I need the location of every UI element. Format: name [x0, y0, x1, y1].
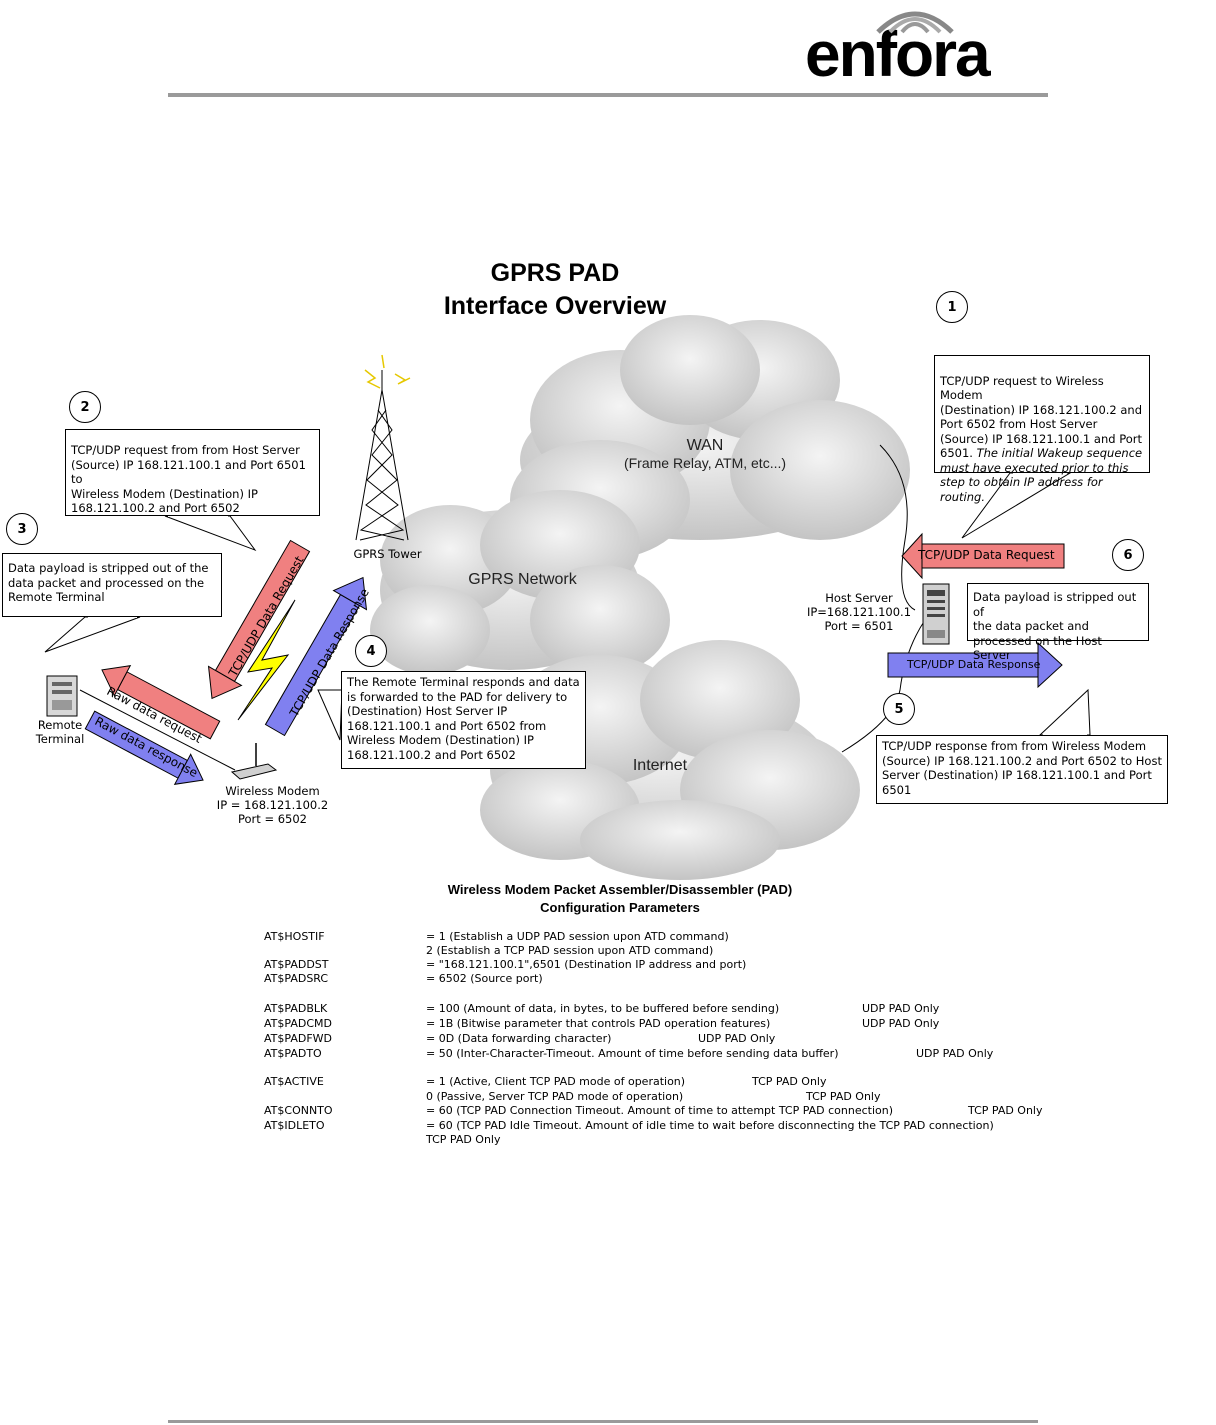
config-command: AT$PADBLK — [264, 1002, 328, 1015]
remote-terminal-label: Remote Terminal — [35, 718, 85, 746]
config-description: = 1 (Establish a UDP PAD session upon AT… — [426, 930, 729, 943]
tcp-response-diagonal-arrow — [264, 576, 368, 737]
diagram-title-line2: Interface Overview — [443, 292, 667, 320]
config-description: = 60 (TCP PAD Connection Timeout. Amount… — [426, 1104, 894, 1117]
remote-modem-link — [79, 689, 236, 771]
config-note: UDP PAD Only — [862, 1002, 940, 1015]
config-description: 2 (Establish a TCP PAD session upon ATD … — [426, 944, 714, 957]
config-command: AT$CONNTO — [264, 1104, 333, 1117]
host-server-label: Host Server IP=168.121.100.1 Port = 6501 — [806, 591, 912, 633]
raw-request-arrow — [101, 665, 221, 740]
step-6-callout: Data payload is stripped out of the data… — [967, 583, 1149, 662]
host-server-icon — [922, 583, 950, 645]
config-description: = 1 (Active, Client TCP PAD mode of oper… — [426, 1075, 686, 1088]
remote-terminal-icon — [46, 675, 78, 717]
config-command: AT$PADCMD — [264, 1017, 332, 1030]
tower-signal-icon — [364, 354, 411, 389]
gprs-tower-icon — [355, 370, 409, 541]
step-6-badge: 6 — [1112, 539, 1144, 571]
wan-host-link — [879, 444, 916, 611]
config-title: Wireless Modem Packet Assembler/Disassem… — [447, 882, 793, 915]
header-rule — [168, 93, 1048, 97]
config-description: = 0D (Data forwarding character) — [426, 1032, 612, 1045]
config-command: AT$IDLETO — [264, 1119, 325, 1132]
footer-rule — [168, 1420, 1038, 1423]
step-4-callout: The Remote Terminal responds and data is… — [341, 671, 586, 769]
wireless-modem-label: Wireless Modem IP = 168.121.100.2 Port =… — [216, 784, 329, 826]
internet-label: Internet — [632, 757, 688, 774]
step-5-callout: TCP/UDP response from from Wireless Mode… — [876, 735, 1168, 804]
config-description: = 1B (Bitwise parameter that controls PA… — [426, 1017, 771, 1030]
step-2-badge: 2 — [69, 391, 101, 423]
config-command: AT$PADTO — [264, 1047, 322, 1060]
config-note: UDP PAD Only — [916, 1047, 994, 1060]
gprs-network-cloud — [370, 490, 670, 675]
step-3-callout: Data payload is stripped out of the data… — [2, 553, 222, 617]
host-request-arrow — [901, 532, 1065, 580]
diagram-title-line1: GPRS PAD — [490, 259, 620, 287]
config-description: = 50 (Inter-Character-Timeout. Amount of… — [426, 1047, 839, 1060]
logo-signal-arcs — [876, 11, 954, 34]
wireless-modem-icon — [230, 743, 278, 780]
config-note: UDP PAD Only — [862, 1017, 940, 1030]
config-note: TCP PAD Only — [752, 1075, 827, 1088]
config-note: TCP PAD Only — [968, 1104, 1043, 1117]
config-command: AT$ACTIVE — [264, 1075, 324, 1088]
step-3-badge: 3 — [6, 513, 38, 545]
gprs-network-label: GPRS Network — [468, 571, 577, 588]
config-description: = 6502 (Source port) — [426, 972, 543, 985]
tcp-request-diagonal-arrow — [207, 539, 311, 700]
host-response-label: TCP/UDP Data Response — [907, 658, 1041, 671]
gprs-tower-label: GPRS Tower — [353, 547, 422, 561]
config-command: AT$PADSRC — [264, 972, 329, 985]
wan-label: WAN (Frame Relay, ATM, etc...) — [623, 437, 787, 471]
step-4-badge: 4 — [355, 635, 387, 667]
step-2-callout: TCP/UDP request from from Host Server (S… — [65, 429, 320, 516]
config-note: UDP PAD Only — [698, 1032, 776, 1045]
host-request-label: TCP/UDP Data Request — [918, 548, 1055, 562]
step-5-badge: 5 — [883, 693, 915, 725]
config-description: = 100 (Amount of data, in bytes, to be b… — [426, 1002, 780, 1015]
config-command: AT$PADDST — [264, 958, 329, 971]
config-note: TCP PAD Only — [806, 1090, 881, 1103]
step-1-badge: 1 — [936, 291, 968, 323]
internet-host-link — [841, 619, 926, 753]
enfora-logo: enfora — [805, 18, 991, 90]
config-description: = 60 (TCP PAD Idle Timeout. Amount of id… — [426, 1119, 994, 1132]
host-response-arrow — [887, 641, 1063, 689]
step-1-callout: TCP/UDP request to Wireless Modem (Desti… — [934, 355, 1150, 504]
config-command: AT$PADFWD — [264, 1032, 332, 1045]
config-description: = "168.121.100.1",6501 (Destination IP a… — [426, 958, 747, 971]
config-description: 0 (Passive, Server TCP PAD mode of opera… — [426, 1090, 684, 1103]
wireless-link-bolt-icon — [237, 599, 296, 721]
raw-response-arrow — [84, 710, 204, 785]
config-command: AT$HOSTIF — [264, 930, 325, 943]
config-description: TCP PAD Only — [426, 1133, 501, 1146]
